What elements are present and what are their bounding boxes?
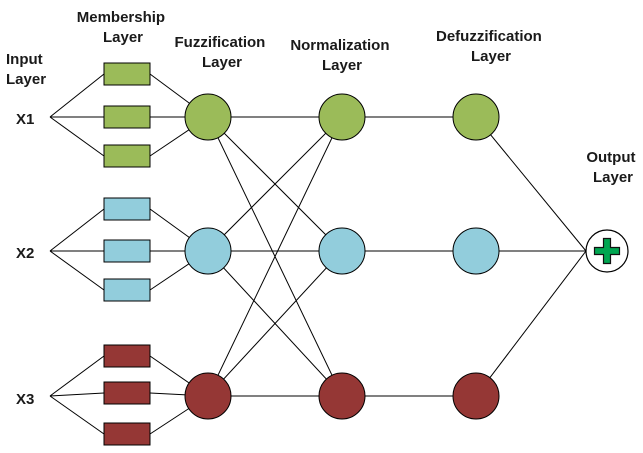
edge-input-x1-membership-3 xyxy=(49,116,105,157)
membership-layer-title: Membership Layer xyxy=(77,9,170,46)
defuzzification-node-2 xyxy=(452,227,500,275)
membership-function-x1-1 xyxy=(103,62,151,86)
edge-fuzzification-2-normalization-1 xyxy=(207,116,343,252)
membership-function-x3-2 xyxy=(103,381,151,405)
normalization-node-3 xyxy=(318,372,366,420)
defuzzification-node-1 xyxy=(452,93,500,141)
input-label-x1: X1 xyxy=(16,111,34,128)
edge-input-x3-membership-1 xyxy=(49,355,105,397)
edge-defuzzification-1-output xyxy=(475,116,587,252)
membership-function-x2-3 xyxy=(103,278,151,302)
membership-function-x1-2 xyxy=(103,105,151,129)
edge-fuzzification-3-normalization-2 xyxy=(207,250,343,397)
edge-input-x2-membership-1 xyxy=(49,208,105,252)
membership-function-x1-3 xyxy=(103,144,151,168)
edge-input-x3-membership-3 xyxy=(49,395,105,435)
input-label-x3: X3 xyxy=(16,391,34,408)
fuzzification-layer-title: Fuzzification Layer xyxy=(175,34,270,71)
membership-function-x3-3 xyxy=(103,422,151,446)
normalization-layer-title: Normalization Layer xyxy=(290,37,393,74)
fuzzification-node-3 xyxy=(184,372,232,420)
defuzzification-node-3 xyxy=(452,372,500,420)
edge-input-x2-membership-3 xyxy=(49,250,105,291)
fuzzification-node-2 xyxy=(184,227,232,275)
defuzzification-layer-title: Defuzzification Layer xyxy=(436,28,546,65)
nodes xyxy=(184,93,500,420)
membership-function-x3-1 xyxy=(103,344,151,368)
edge-input-x1-membership-1 xyxy=(49,73,105,118)
edge-defuzzification-3-output xyxy=(475,250,587,397)
input-layer-title: Input Layer xyxy=(6,51,47,88)
output-node xyxy=(585,229,629,273)
input-label-x2: X2 xyxy=(16,245,34,262)
fuzzification-node-1 xyxy=(184,93,232,141)
membership-layer xyxy=(103,62,151,446)
plus-icon xyxy=(593,237,621,265)
normalization-node-2 xyxy=(318,227,366,275)
membership-function-x2-1 xyxy=(103,197,151,221)
edge-fuzzification-3-normalization-1 xyxy=(207,116,343,397)
output-layer-title: Output Layer xyxy=(586,149,639,186)
edge-input-x3-membership-2 xyxy=(49,392,105,397)
normalization-node-1 xyxy=(318,93,366,141)
membership-function-x2-2 xyxy=(103,239,151,263)
